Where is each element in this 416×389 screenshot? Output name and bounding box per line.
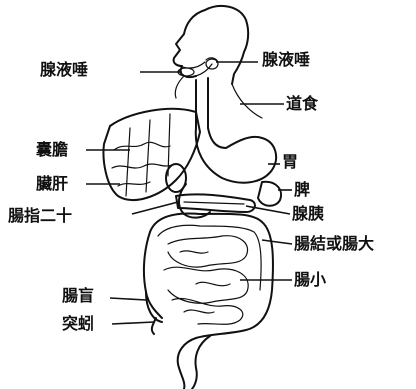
esophagus [175, 76, 262, 128]
label-cecum: 腸盲 [62, 288, 94, 304]
head-outline [174, 6, 249, 84]
label-stomach: 胃 [282, 154, 298, 170]
label-salivary-gland-left: 腺液唾 [40, 62, 88, 78]
label-duodenum: 腸指二十 [8, 208, 72, 224]
label-small-intestine: 腸小 [294, 272, 326, 288]
stomach [196, 128, 276, 183]
leader-lines [86, 62, 292, 324]
rectum [178, 336, 210, 389]
label-gallbladder: 囊膽 [36, 142, 68, 158]
cecum [146, 292, 162, 322]
label-pancreas: 腺胰 [292, 206, 324, 222]
pancreas [176, 194, 255, 212]
small-intestine [164, 236, 248, 325]
label-spleen: 脾 [294, 182, 310, 198]
label-salivary-gland-right: 腺液唾 [262, 52, 310, 68]
spleen [258, 182, 281, 206]
label-appendix: 突蚓 [62, 316, 94, 332]
appendix [152, 318, 156, 334]
large-intestine [144, 214, 273, 338]
label-large-intestine: 腸結或腸大 [294, 236, 374, 252]
label-liver: 臟肝 [36, 176, 68, 192]
label-esophagus: 道食 [286, 96, 318, 112]
duodenum [179, 184, 210, 218]
liver [104, 109, 200, 200]
